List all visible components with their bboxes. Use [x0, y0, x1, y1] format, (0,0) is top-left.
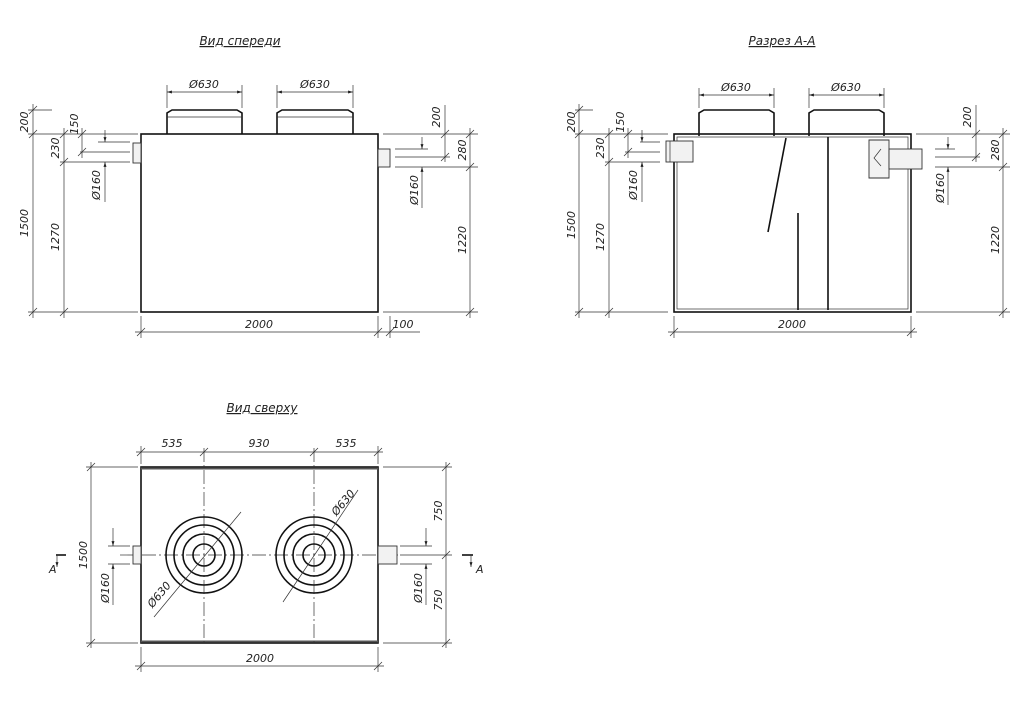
dim-inlet-dia: Ø160 [90, 170, 103, 201]
dim-inlet-dia-section: Ø160 [627, 170, 640, 201]
section-view: Разрез А-А Ø630 Ø630 [565, 34, 1010, 338]
manhole-left-top [153, 511, 243, 618]
dim-280: 280 [456, 140, 469, 161]
section-view-title: Разрез А-А [749, 34, 816, 48]
dim-outlet-dia: Ø160 [408, 175, 421, 206]
dim-1270: 1270 [49, 223, 62, 251]
manhole-right-section [808, 109, 885, 136]
outlet-pipe [377, 148, 391, 168]
dim-manhole-dia-left: Ø630 [188, 78, 219, 91]
dim-length: 2000 [245, 318, 273, 331]
inlet-pipe-section [665, 140, 694, 163]
dim-inlet-dia-top: Ø160 [99, 573, 112, 604]
dim-200-right: 200 [430, 107, 443, 128]
manhole-right-top [275, 489, 359, 603]
inlet-pipe-top [132, 545, 142, 565]
section-mark-left-label: А [48, 563, 57, 576]
dim-1500: 1500 [18, 209, 31, 237]
tank-body [140, 133, 379, 313]
tank-body-section [673, 133, 912, 313]
dim-length-top: 2000 [246, 652, 274, 665]
dim-manhole-dia-left-section: Ø630 [720, 81, 751, 94]
dim-1500-section: 1500 [565, 211, 578, 239]
dim-1220-section: 1220 [989, 226, 1002, 254]
outlet-pipe-section [888, 148, 923, 170]
dim-1220: 1220 [456, 226, 469, 254]
outlet-tee [868, 139, 890, 179]
inclined-baffle [767, 137, 787, 233]
section-mark-right-label: А [475, 563, 484, 576]
dim-half-bottom: 750 [432, 590, 445, 611]
dim-230-section: 230 [594, 138, 607, 159]
dim-manhole-dia-left-top: Ø630 [144, 579, 174, 611]
dim-535-right: 535 [336, 437, 357, 450]
dim-outlet-dia-section: Ø160 [934, 173, 947, 204]
section-mark-left: А [48, 554, 66, 576]
dim-manhole-dia-right: Ø630 [299, 78, 330, 91]
dim-outlet-dia-top: Ø160 [412, 573, 425, 604]
top-view-title: Вид сверху [226, 401, 298, 415]
front-view-title: Вид спереди [199, 34, 280, 48]
dim-535-left: 535 [162, 437, 183, 450]
dim-150: 150 [68, 114, 81, 135]
dim-outlet-projection: 100 [393, 318, 414, 331]
outlet-pipe-top [377, 545, 398, 565]
section-mark-right: А [462, 554, 484, 576]
front-view: Вид спереди Ø630 Ø630 200 1500 230 [18, 34, 478, 338]
dim-200-right-section: 200 [961, 107, 974, 128]
dim-manhole-dia-right-top: Ø630 [328, 487, 358, 519]
dim-280-section: 280 [989, 140, 1002, 161]
inlet-pipe [132, 142, 142, 164]
dim-half-top: 750 [432, 501, 445, 522]
top-view: Вид сверху Ø630 Ø630 535 930 535 [48, 401, 484, 672]
manhole-left-section [698, 109, 775, 136]
dim-150-section: 150 [614, 112, 627, 133]
dim-1270-section: 1270 [594, 223, 607, 251]
dim-length-section: 2000 [778, 318, 806, 331]
dim-width: 1500 [77, 541, 90, 569]
manhole-right [276, 109, 354, 134]
dim-manhole-dia-right-section: Ø630 [830, 81, 861, 94]
dim-930: 930 [249, 437, 270, 450]
dim-200-left: 200 [18, 112, 31, 133]
dim-200-left-section: 200 [565, 112, 578, 133]
dim-230: 230 [49, 138, 62, 159]
manhole-left [166, 109, 243, 134]
